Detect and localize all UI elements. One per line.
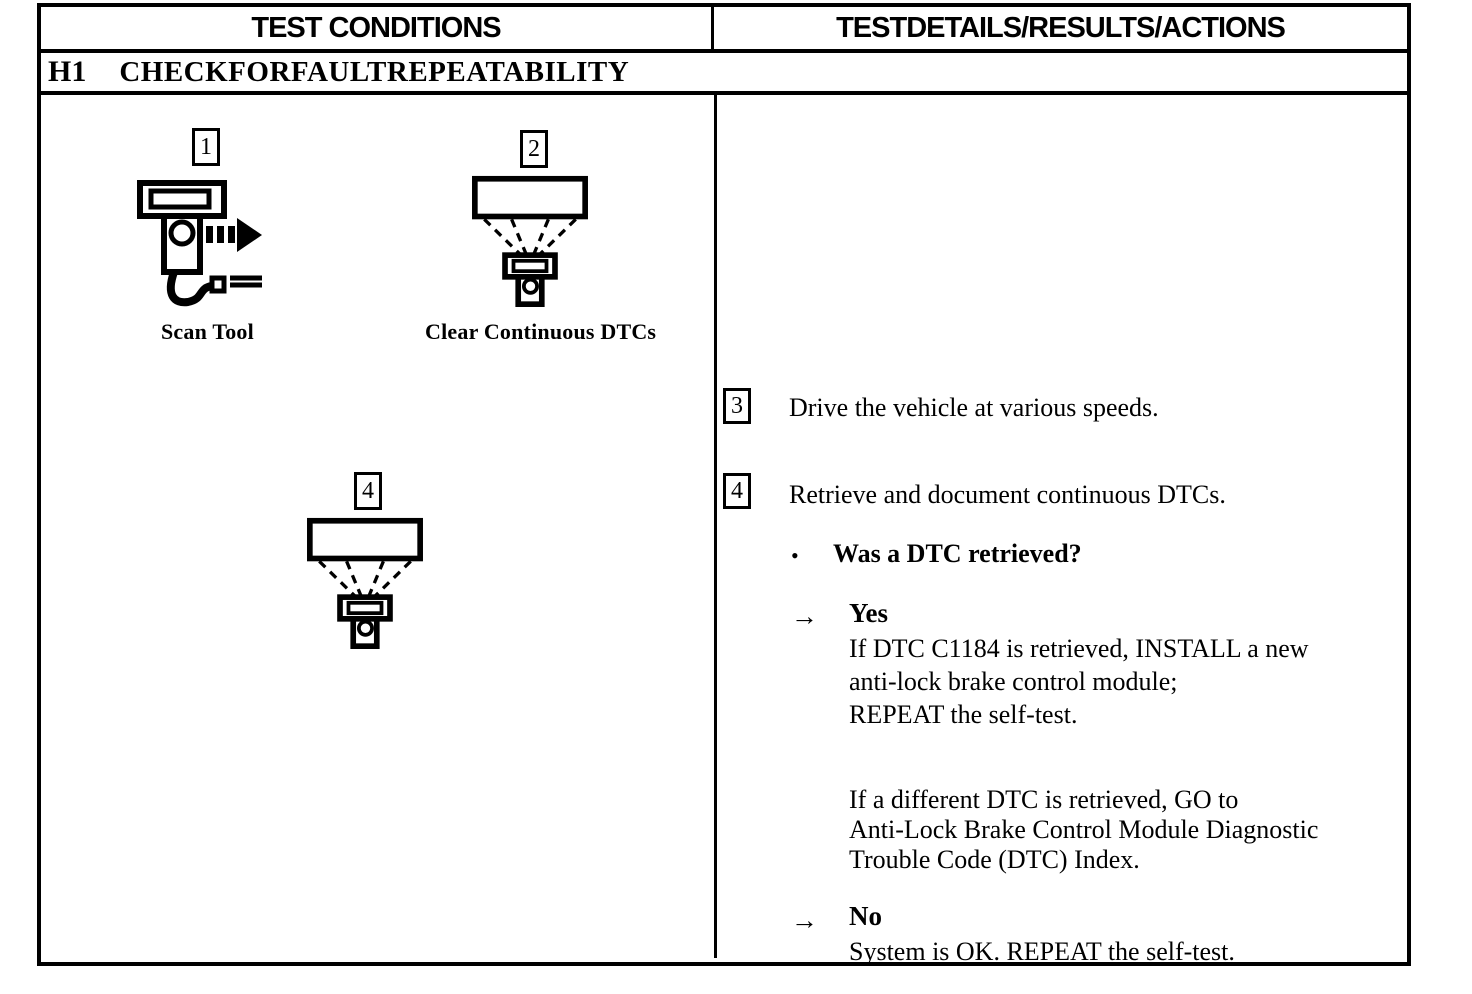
retrieve-dtcs-icon xyxy=(307,517,423,649)
pinpoint-test-table: TEST CONDITIONS TESTDETAILS/RESULTS/ACTI… xyxy=(37,3,1411,966)
yes-arrow-icon: → xyxy=(791,601,818,631)
no-action-paragraph: System is OK. REPEAT the self-test. xyxy=(849,935,1235,968)
no-arrow-icon: → xyxy=(791,905,818,935)
step-4-number: 4 xyxy=(731,477,743,504)
yes-label: Yes xyxy=(849,598,888,628)
step-3-number-box: 3 xyxy=(723,388,751,424)
no-label: No xyxy=(849,901,882,931)
step-4-text: Retrieve and document continuous DTCs. xyxy=(789,480,1226,509)
clear-continuous-dtcs-icon xyxy=(472,175,588,307)
step-3-number: 3 xyxy=(731,392,743,419)
figure-2-caption: Clear Continuous DTCs xyxy=(425,319,657,344)
figure-4-number-box: 4 xyxy=(354,472,382,510)
yes-action-line: If DTC C1184 is retrieved, INSTALL a new xyxy=(849,634,1309,663)
no-action-line: System is OK. REPEAT the self-test. xyxy=(849,937,1235,966)
scan-tool-icon xyxy=(137,180,262,307)
test-step-row: H1 CHECKFORFAULTREPEATABILITY xyxy=(41,53,1407,95)
yes-action-paragraph: If DTC C1184 is retrieved, INSTALL a new… xyxy=(849,632,1309,731)
column-divider xyxy=(714,95,717,958)
question-text: Was a DTC retrieved? xyxy=(833,539,1082,568)
different-dtc-line: If a different DTC is retrieved, GO to xyxy=(849,785,1239,814)
table-body: 1 Scan Tool 2 xyxy=(41,95,1407,966)
bullet-icon: • xyxy=(791,543,799,568)
different-dtc-line: Anti-Lock Brake Control Module Diagnosti… xyxy=(849,815,1319,844)
yes-action-line: anti-lock brake control module; xyxy=(849,667,1178,696)
figure-2-number-box: 2 xyxy=(520,130,548,168)
different-dtc-line: Trouble Code (DTC) Index. xyxy=(849,845,1140,874)
figure-2-number: 2 xyxy=(528,135,540,162)
figure-1-caption: Scan Tool xyxy=(161,319,254,344)
figure-4-number: 4 xyxy=(362,477,374,504)
step-4-number-box: 4 xyxy=(723,473,751,509)
yes-action-line: REPEAT the self-test. xyxy=(849,700,1078,729)
step-3-text: Drive the vehicle at various speeds. xyxy=(789,393,1159,422)
header-test-details-results-actions: TESTDETAILS/RESULTS/ACTIONS xyxy=(836,11,1286,44)
figure-1-number-box: 1 xyxy=(192,128,220,166)
header-test-conditions: TEST CONDITIONS xyxy=(41,7,714,49)
table-header-row: TEST CONDITIONS TESTDETAILS/RESULTS/ACTI… xyxy=(41,7,1407,53)
different-dtc-paragraph: If a different DTC is retrieved, GO to A… xyxy=(849,785,1318,875)
figure-1-number: 1 xyxy=(200,133,212,160)
test-step-id: H1 xyxy=(48,55,87,88)
test-step-title: CHECKFORFAULTREPEATABILITY xyxy=(119,55,630,88)
